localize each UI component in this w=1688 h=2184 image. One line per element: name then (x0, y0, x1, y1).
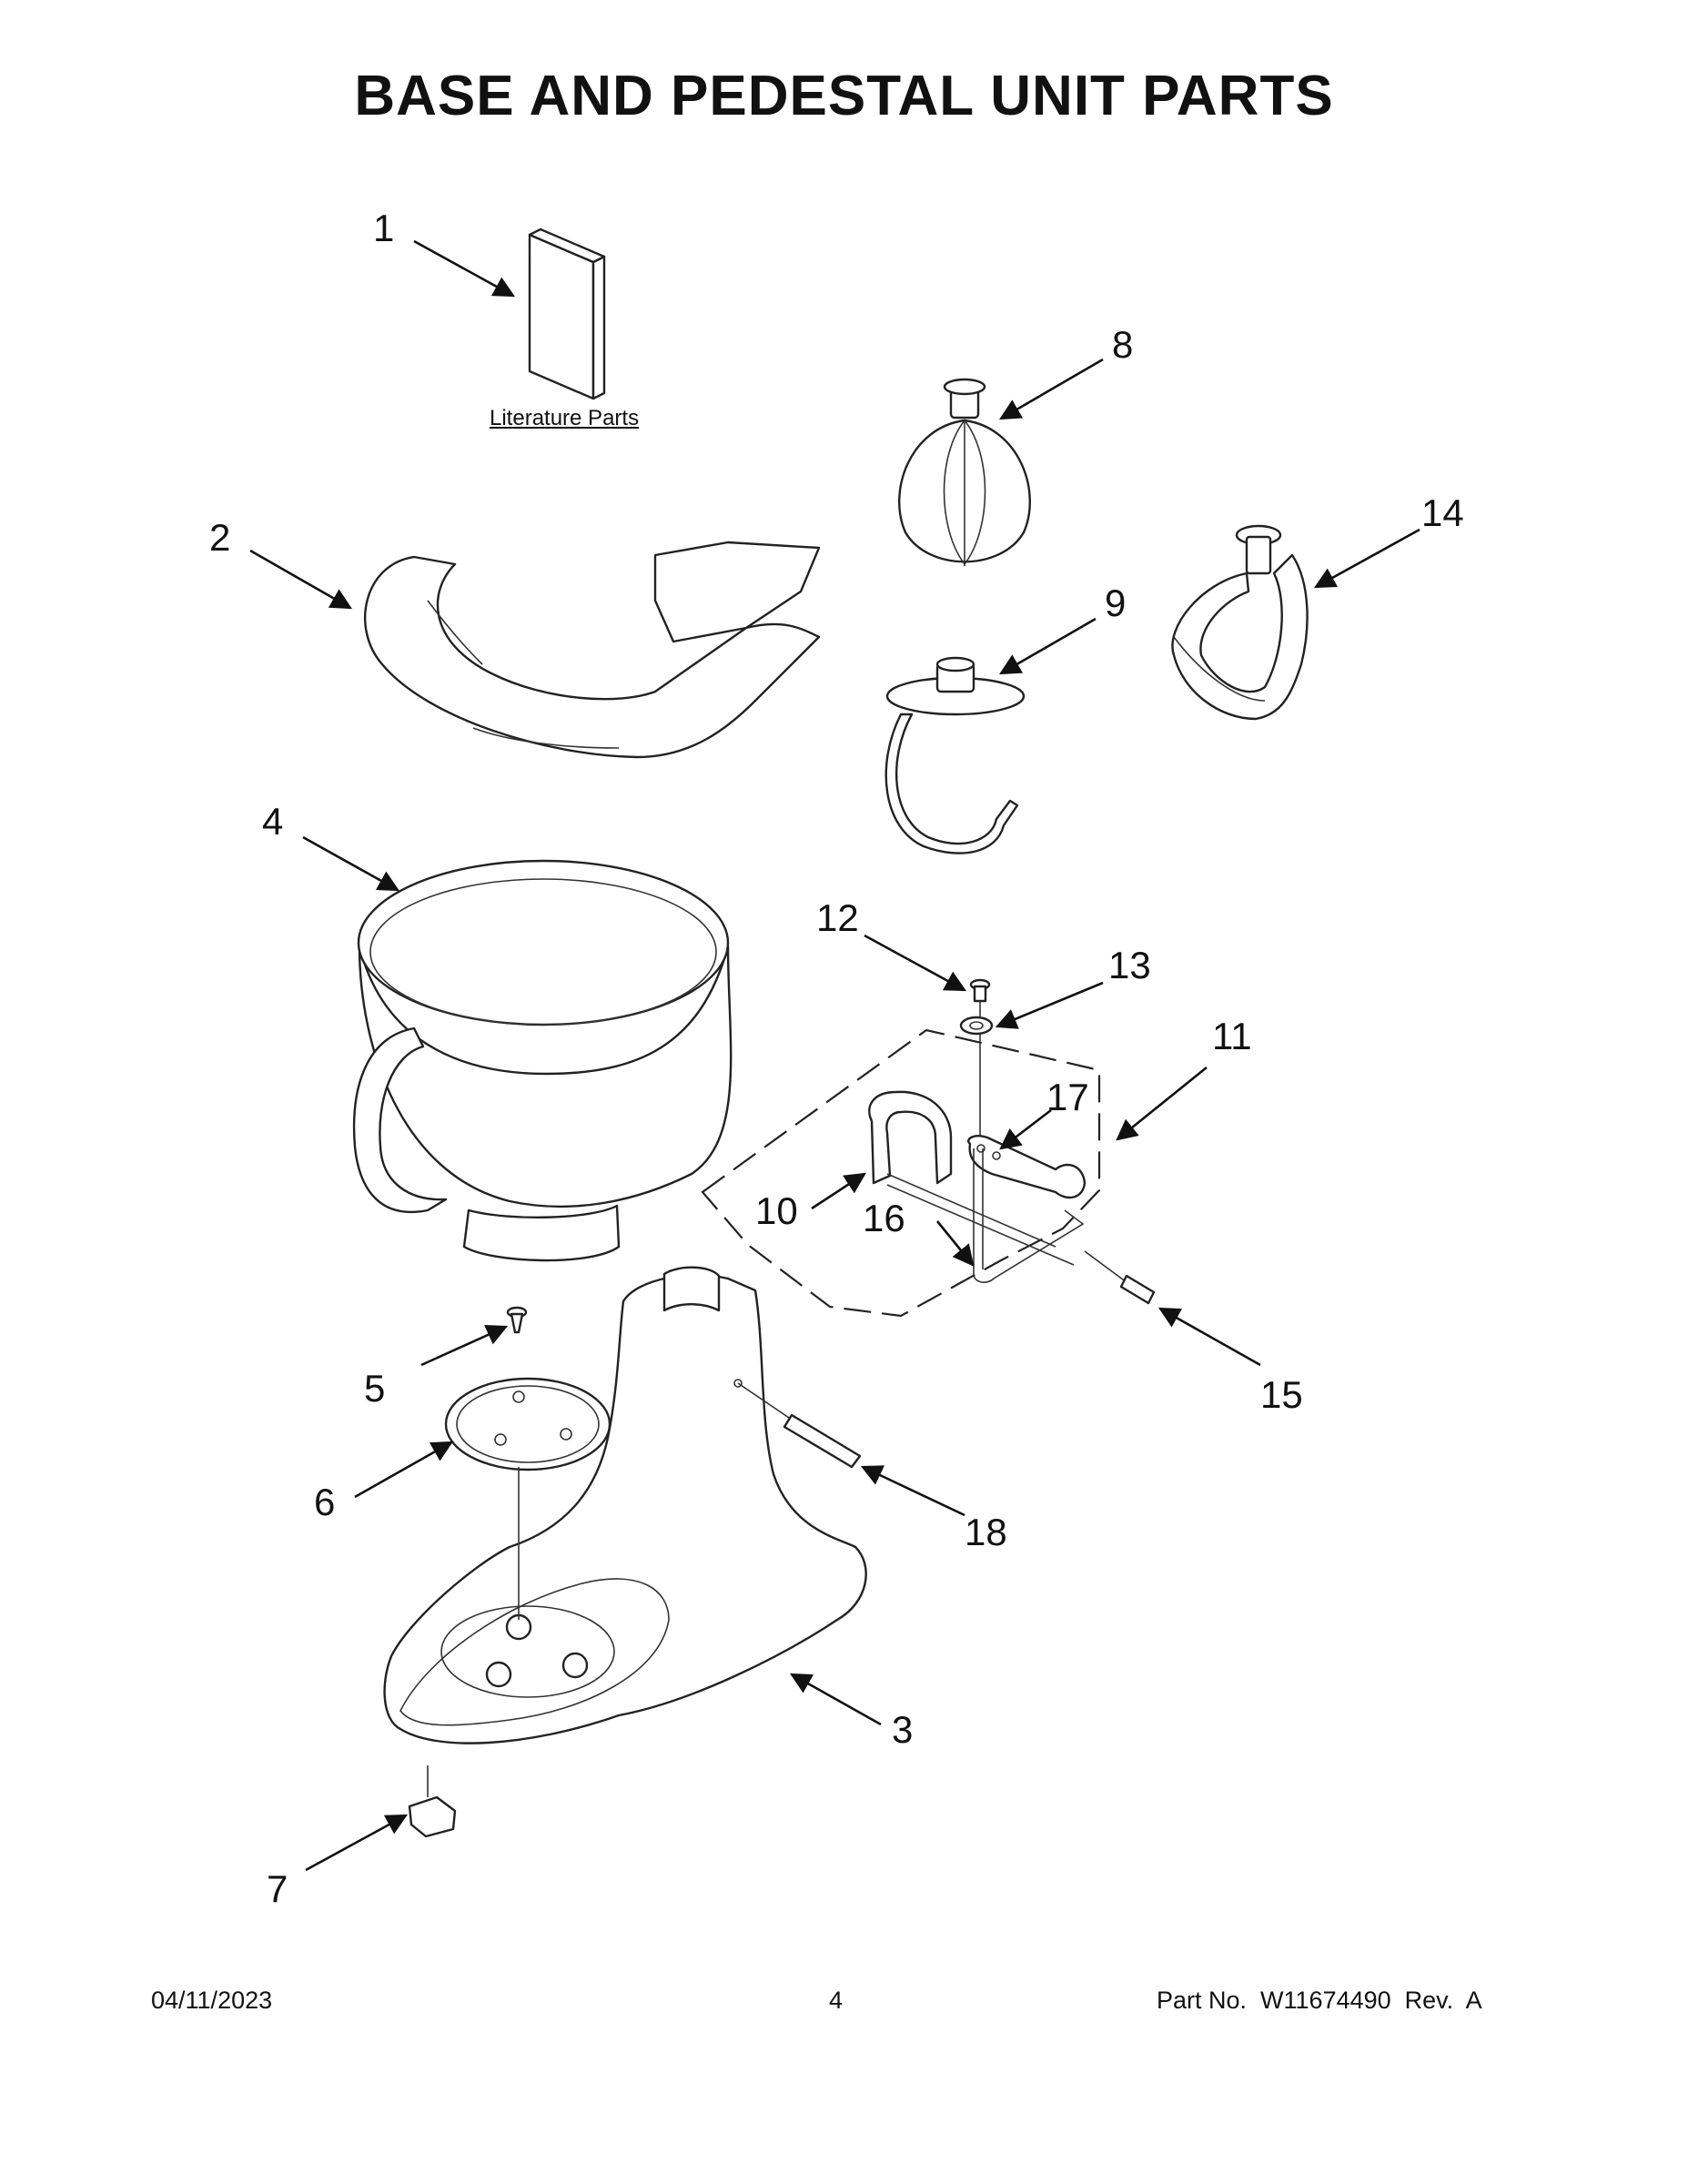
bowl-clamp-assembly-group (701, 1028, 1101, 1318)
arrow-14 (1313, 528, 1420, 589)
callout-6: 6 (314, 1481, 336, 1523)
arrow-3 (789, 1673, 882, 1726)
screw-part-12 (969, 978, 991, 1003)
pin-part-15 (1084, 1250, 1156, 1305)
arrow-2 (249, 549, 353, 610)
bracket-part-10 (868, 1090, 1075, 1266)
hinge-pin-part (737, 1382, 862, 1469)
mixing-bowl-part (352, 859, 733, 1262)
arrow-7 (305, 1814, 409, 1872)
footer-part-number: Part No. W11674490 Rev. A (1157, 1987, 1482, 2014)
footer-page-number: 4 (829, 1987, 844, 2014)
callout-12: 12 (816, 896, 859, 939)
callout-17: 17 (1046, 1076, 1089, 1118)
callout-4: 4 (262, 800, 284, 843)
clamp-plate-part (444, 1377, 612, 1620)
callout-11: 11 (1212, 1015, 1252, 1057)
callout-9: 9 (1105, 581, 1127, 624)
callout-10: 10 (755, 1189, 798, 1232)
arrow-18 (860, 1465, 965, 1517)
arrow-1 (413, 239, 516, 298)
literature-booklet-part (528, 228, 606, 400)
callout-13: 13 (1108, 944, 1151, 986)
callout-16: 16 (863, 1197, 905, 1239)
callout-15: 15 (1260, 1373, 1303, 1416)
arrow-9 (998, 617, 1097, 675)
callout-2: 2 (209, 516, 231, 559)
arrow-6 (354, 1441, 454, 1499)
pedestal-part (383, 1266, 867, 1744)
page-title: BASE AND PEDESTAL UNIT PARTS (354, 65, 1334, 127)
washer-part-13 (959, 1016, 994, 1036)
arrow-5 (420, 1325, 509, 1367)
arrow-16 (935, 1220, 975, 1267)
callout-1: 1 (373, 207, 395, 249)
callout-3: 3 (892, 1708, 914, 1751)
arrow-8 (998, 358, 1104, 420)
latch-part-17 (967, 1135, 1087, 1199)
footer-date: 04/11/2023 (151, 1987, 273, 2014)
callout-7: 7 (267, 1867, 288, 1910)
screw-part-5 (506, 1306, 528, 1334)
arrow-10 (811, 1172, 866, 1210)
arrow-4 (302, 835, 400, 892)
leader-arrows (249, 239, 1420, 1872)
pouring-shield-part (363, 541, 821, 759)
flat-beater-part (1171, 524, 1309, 721)
arrow-11 (1116, 1066, 1208, 1141)
callout-8: 8 (1112, 323, 1134, 366)
arrow-17 (999, 1108, 1052, 1150)
foot-part-7 (408, 1765, 457, 1838)
arrow-15 (1157, 1307, 1261, 1367)
arrow-12 (864, 934, 967, 992)
callout-18: 18 (965, 1511, 1007, 1553)
dough-hook-part (884, 656, 1026, 854)
rod-part-16 (973, 1148, 1085, 1283)
callout-5: 5 (364, 1367, 386, 1410)
literature-parts-label: Literature Parts (490, 406, 640, 430)
wire-whip-part (898, 378, 1031, 566)
callout-14: 14 (1421, 491, 1464, 534)
arrow-13 (995, 981, 1104, 1029)
